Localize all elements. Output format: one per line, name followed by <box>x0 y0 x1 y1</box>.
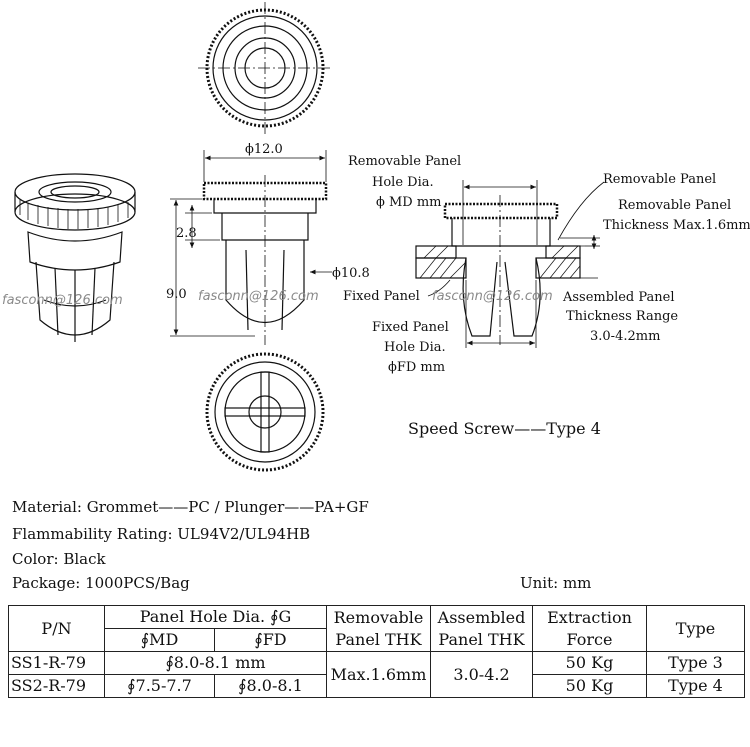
header-panel-hole: Panel Hole Dia. ∮G <box>104 605 327 629</box>
removable-thk-label-2: Thickness Max.1.6mm <box>603 218 750 233</box>
assembly-dimensions <box>427 180 605 348</box>
dim-body-dia: ϕ10.8 <box>332 266 370 281</box>
assembly-view <box>415 195 581 345</box>
fixed-panel-label: Fixed Panel <box>343 289 420 304</box>
row2-pn: SS2-R-79 <box>8 674 105 698</box>
table-row: SS1-R-79 ∮8.0-8.1 mm Max.1.6mm 3.0-4.2 5… <box>8 651 745 698</box>
spec-table: P/N Panel Hole Dia. ∮G Removable Panel T… <box>8 605 745 698</box>
row1-hole: ∮8.0-8.1 mm <box>104 651 327 675</box>
dim-overall-dia: ϕ12.0 <box>245 142 283 157</box>
unit-label: Unit: mm <box>520 574 592 592</box>
removable-hole-label-1: Removable Panel <box>348 154 461 169</box>
row2-force: 50 Kg <box>532 674 647 698</box>
row2-type: Type 4 <box>646 674 745 698</box>
watermark-left: fasconn@126.com <box>2 293 123 308</box>
row1-type: Type 3 <box>646 651 745 675</box>
flammability-spec: Flammability Rating: UL94V2/UL94HB <box>12 525 311 543</box>
watermark-right: fasconn@126.com <box>432 289 553 304</box>
table-row: SS2-R-79 ∮7.5-7.7 ∮8.0-8.1 50 Kg Type 4 <box>8 674 745 698</box>
row2-md: ∮7.5-7.7 <box>104 674 215 698</box>
isometric-view <box>14 173 136 342</box>
removable-thk-value: Max.1.6mm <box>326 651 431 698</box>
header-fd: ∮FD <box>214 628 327 652</box>
color-spec: Color: Black <box>12 550 106 568</box>
front-view <box>202 175 328 345</box>
removable-hole-label-3: ϕ MD mm <box>376 195 442 210</box>
header-type: Type <box>646 605 745 652</box>
dim-total-height: 9.0 <box>166 287 187 302</box>
header-pn: P/N <box>8 605 105 652</box>
fixed-hole-label-2: Hole Dia. <box>384 340 446 355</box>
technical-drawing: ϕ12.0 2.8 9.0 ϕ10.8 <box>2 2 750 472</box>
fixed-hole-label-1: Fixed Panel <box>372 320 449 335</box>
drawing-title: Speed Screw——Type 4 <box>408 419 601 438</box>
removable-hole-label-2: Hole Dia. <box>372 175 434 190</box>
package-spec: Package: 1000PCS/Bag <box>12 574 190 592</box>
row1-force: 50 Kg <box>532 651 647 675</box>
assembled-label-2: Thickness Range <box>566 309 678 324</box>
assembled-label-3: 3.0-4.2mm <box>590 329 660 344</box>
fixed-hole-label-3: ϕFD mm <box>388 360 445 375</box>
row1-pn: SS1-R-79 <box>8 651 105 675</box>
removable-panel-label: Removable Panel <box>603 172 716 187</box>
row2-fd: ∮8.0-8.1 <box>214 674 327 698</box>
header-extraction: Extraction Force <box>532 605 647 652</box>
header-md: ∮MD <box>104 628 215 652</box>
removable-thk-label-1: Removable Panel <box>618 198 731 213</box>
header-assembled: Assembled Panel THK <box>430 605 533 652</box>
front-dimensions <box>170 150 332 337</box>
assembled-label-1: Assembled Panel <box>562 290 675 305</box>
material-spec: Material: Grommet——PC / Plunger——PA+GF <box>12 498 369 516</box>
header-removable: Removable Panel THK <box>326 605 431 652</box>
top-view <box>198 2 332 134</box>
dim-head-height: 2.8 <box>176 226 197 241</box>
bottom-view <box>205 352 325 472</box>
watermark-center: fasconn@126.com <box>198 289 319 304</box>
assembled-thk-value: 3.0-4.2 <box>430 651 533 698</box>
